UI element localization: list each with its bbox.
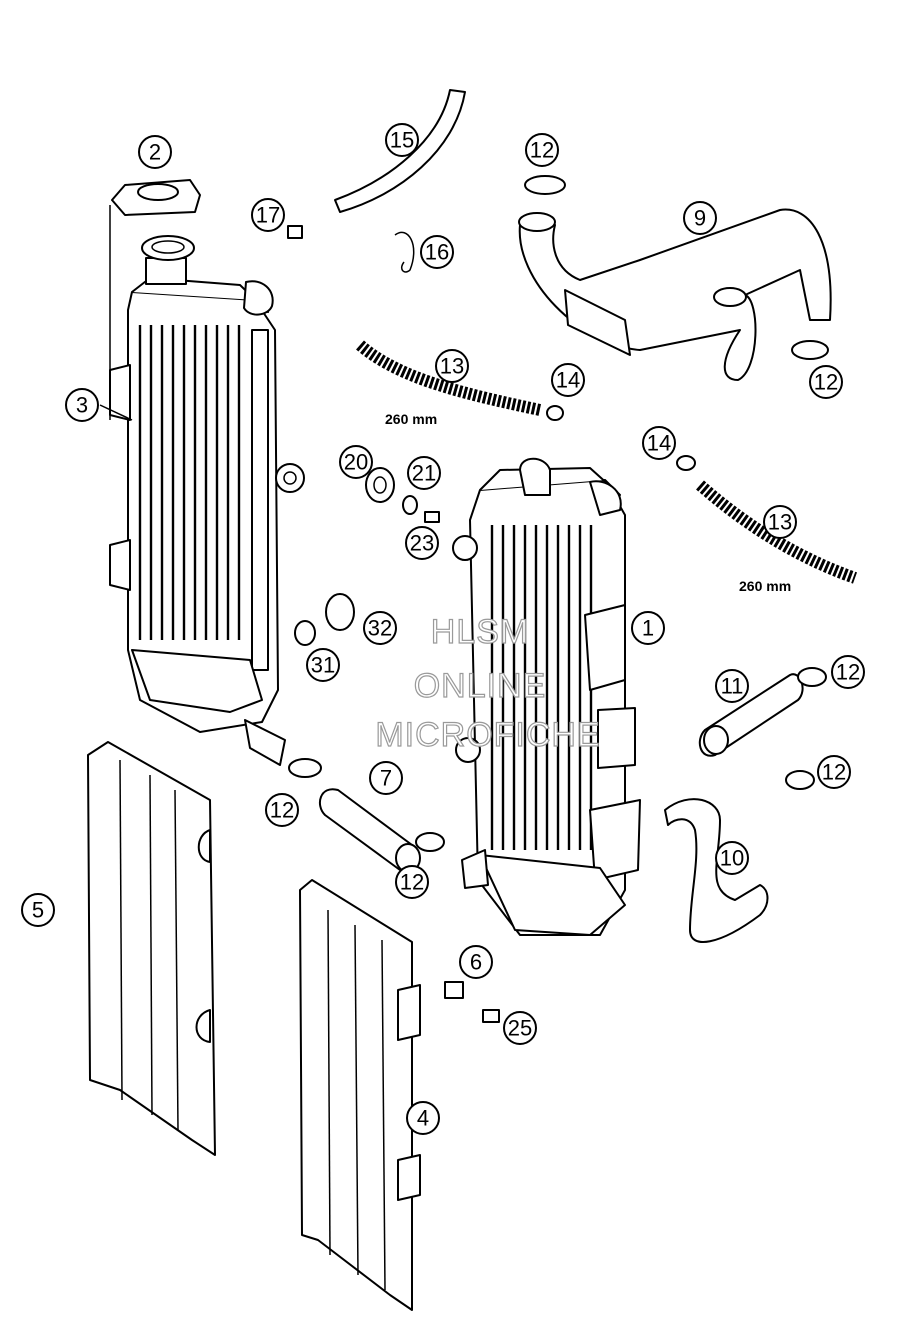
callout: 12 <box>817 755 851 789</box>
callout: 12 <box>831 655 865 689</box>
callout: 1 <box>631 611 665 645</box>
callout-label: 6 <box>470 950 482 975</box>
small-parts <box>287 175 829 1023</box>
callout-label: 23 <box>410 531 434 556</box>
callout: 21 <box>407 456 441 490</box>
callout: 10 <box>715 841 749 875</box>
callout: 14 <box>551 363 585 397</box>
breather-hose-13-right <box>696 480 858 584</box>
callout-label: 12 <box>814 370 838 395</box>
callout-label: 5 <box>32 898 44 923</box>
callout: 12 <box>525 133 559 167</box>
breather-hose-13-left <box>356 340 542 416</box>
radiator-shroud-left <box>87 741 216 1156</box>
radiator-shroud-right <box>299 879 421 1311</box>
callout-label: 17 <box>256 203 280 228</box>
hose-15 <box>334 89 466 213</box>
callout: 31 <box>306 648 340 682</box>
callout: 2 <box>138 135 172 169</box>
callout-label: 2 <box>149 140 161 165</box>
callout: 12 <box>395 865 429 899</box>
callout: 12 <box>809 365 843 399</box>
callout: 5 <box>21 893 55 927</box>
dimension-label-hose-13-left: 260 mm <box>385 411 437 427</box>
callout: 9 <box>683 201 717 235</box>
hose-7 <box>318 788 421 873</box>
callout-label: 1 <box>642 616 654 641</box>
callout-label: 13 <box>440 354 464 379</box>
callout: 15 <box>385 123 419 157</box>
watermark-line-3: MICROFICHE <box>375 716 600 754</box>
callout-label: 4 <box>417 1106 429 1131</box>
callout-label: 25 <box>508 1016 532 1041</box>
callout-label: 15 <box>390 128 414 153</box>
callout: 12 <box>265 793 299 827</box>
callout: 11 <box>715 669 749 703</box>
watermark-line-1: HLSM <box>431 613 529 651</box>
callout: 7 <box>369 761 403 795</box>
callout-label: 31 <box>311 653 335 678</box>
callout-label: 12 <box>530 138 554 163</box>
callout-label: 12 <box>822 760 846 785</box>
right-radiator <box>452 457 641 936</box>
hose-10 <box>664 798 769 943</box>
callout-label: 3 <box>76 393 88 418</box>
callout: 25 <box>503 1011 537 1045</box>
callout-label: 12 <box>400 870 424 895</box>
callout: 4 <box>406 1101 440 1135</box>
callout-label: 9 <box>694 206 706 231</box>
callout-label: 11 <box>721 674 744 699</box>
dimension-label-hose-13-right: 260 mm <box>739 578 791 594</box>
callout: 6 <box>459 945 493 979</box>
callout-label: 7 <box>380 766 392 791</box>
callout: 16 <box>420 235 454 269</box>
callout: 17 <box>251 198 285 232</box>
callout: 20 <box>339 445 373 479</box>
hose-11 <box>698 673 804 757</box>
callout-label: 21 <box>412 461 436 486</box>
callout: 32 <box>363 611 397 645</box>
callout-label: 16 <box>425 240 449 265</box>
watermark-line-2: ONLINE <box>414 667 547 705</box>
callout: 13 <box>435 349 469 383</box>
hose-9 <box>518 208 832 381</box>
callout-label: 20 <box>344 450 368 475</box>
callout: 14 <box>642 426 676 460</box>
callout-label: 13 <box>768 510 792 535</box>
watermark: HLSM ONLINE MICROFICHE <box>375 612 601 754</box>
callout-label: 14 <box>647 431 671 456</box>
callout: 23 <box>405 526 439 560</box>
callout-label: 12 <box>270 798 294 823</box>
callout: 3 <box>65 388 99 422</box>
left-radiator <box>99 235 305 766</box>
callout: 13 <box>763 505 797 539</box>
callout-label: 12 <box>836 660 860 685</box>
callout-label: 32 <box>368 616 392 641</box>
callout-label: 10 <box>720 846 744 871</box>
radiator-cap <box>109 179 201 420</box>
callout-label: 14 <box>556 368 580 393</box>
